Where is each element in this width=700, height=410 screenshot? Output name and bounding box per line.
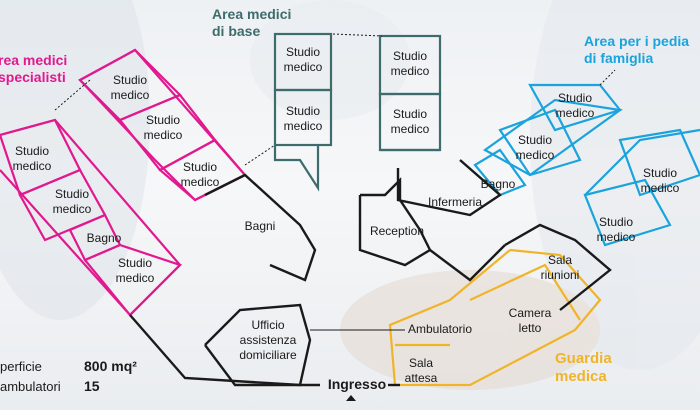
wall-sala-riunioni xyxy=(504,223,612,311)
room-outline-fam-wing xyxy=(482,98,623,177)
room-outline-fam-2 xyxy=(498,108,582,177)
wall-right-link xyxy=(429,244,506,282)
leader-base xyxy=(332,33,383,37)
leader-famiglia xyxy=(599,69,616,86)
ingresso-arrow-icon xyxy=(346,395,356,401)
stat-label-superficie: perficie xyxy=(0,359,42,374)
wall-ufficio xyxy=(204,303,312,387)
specialisti-rooms xyxy=(0,48,247,317)
leader-base-left xyxy=(244,144,276,166)
building-walls xyxy=(129,159,612,387)
stat-value-ambulatori: 15 xyxy=(84,378,100,394)
wall-bagni xyxy=(204,173,317,282)
room-outline-guardia xyxy=(388,248,602,387)
guardia-rooms xyxy=(388,248,602,387)
room-outline-fam-3 xyxy=(618,128,700,197)
room-ambulatorio: Ambulatorio xyxy=(407,322,473,336)
ingresso-label: Ingresso xyxy=(327,376,387,392)
wall-left-link xyxy=(129,314,301,387)
wall-reception xyxy=(358,177,432,267)
room-infermeria: Infermeria xyxy=(427,195,483,209)
room-fam-bagno: Bagno xyxy=(480,177,516,191)
room-outline-spec-left-wing xyxy=(0,118,182,317)
stat-value-superficie: 800 mq² xyxy=(84,358,137,374)
stat-label-ambulatori: ambulatori xyxy=(0,379,61,394)
room-outline-base-left-tail xyxy=(273,145,320,192)
room-outline-base-2 xyxy=(273,88,333,147)
room-bagni: Bagni xyxy=(244,219,276,233)
wall-infermeria xyxy=(396,159,502,217)
base-rooms xyxy=(273,32,442,192)
room-outline-fam-bagno xyxy=(473,148,527,197)
leader-lines xyxy=(54,33,616,166)
room-reception: Reception xyxy=(369,224,425,238)
room-outline-fam-4 xyxy=(583,178,672,247)
room-outline-camera-letto xyxy=(469,263,581,321)
room-outline-fam-right-wing xyxy=(584,128,700,196)
room-spec-bagno: Bagno xyxy=(86,231,122,245)
famiglia-rooms xyxy=(473,83,700,247)
room-outline-spec-wing xyxy=(78,48,247,202)
